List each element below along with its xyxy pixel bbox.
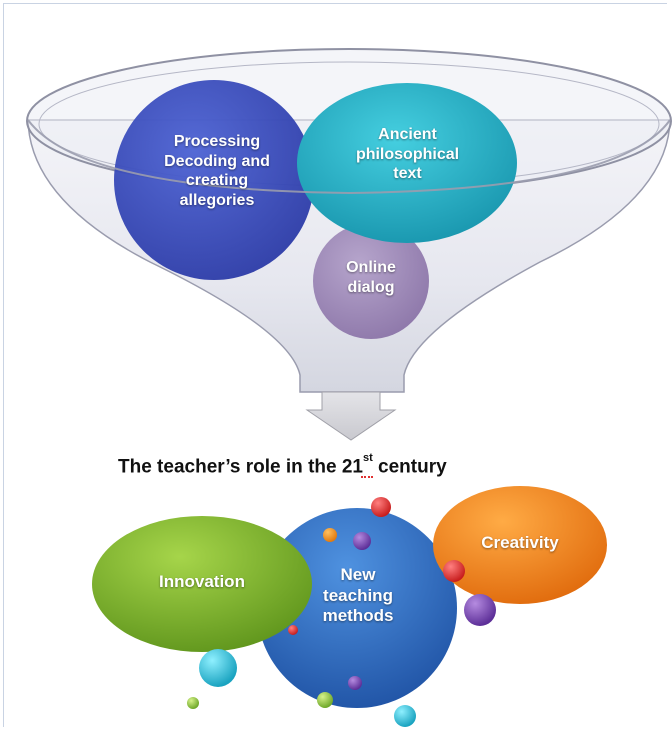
new-methods-label: New teaching methods [322, 565, 394, 626]
online-dialog-label: Online dialog [346, 259, 396, 296]
spellcheck-underline [360, 473, 373, 479]
cyan-ball [394, 705, 416, 727]
purple-ball [464, 594, 496, 626]
online-dialog-bubble [313, 223, 429, 339]
innovation-label: Innovation [159, 572, 245, 591]
creativity-label: Creativity [481, 533, 559, 552]
diagram-title: The teacher’s role in the 21st century [118, 452, 578, 479]
document-frame [3, 3, 667, 727]
green-ball [187, 697, 199, 709]
orange-ball [323, 528, 337, 542]
purple-ball [353, 532, 371, 550]
red-ball [371, 497, 391, 517]
ancient-text-label: Ancient philosophical text [355, 126, 460, 183]
processing-bubble [114, 80, 314, 280]
cyan-ball [199, 649, 237, 687]
new-methods-bubble [257, 508, 457, 708]
ancient-text-bubble [297, 83, 517, 243]
purple-ball [348, 676, 362, 690]
processing-label: Processing Decoding and creating allegor… [164, 133, 270, 209]
red-ball [288, 625, 298, 635]
title-prefix: The teacher’s role in the 21 [118, 456, 363, 478]
title-suffix: century [372, 456, 447, 478]
funnel-rim-front [27, 119, 671, 195]
title-superscript: st [362, 452, 373, 464]
creativity-bubble [433, 486, 607, 604]
green-ball [317, 692, 333, 708]
down-arrow [305, 391, 397, 441]
innovation-bubble [92, 516, 312, 652]
red-ball [443, 560, 465, 582]
